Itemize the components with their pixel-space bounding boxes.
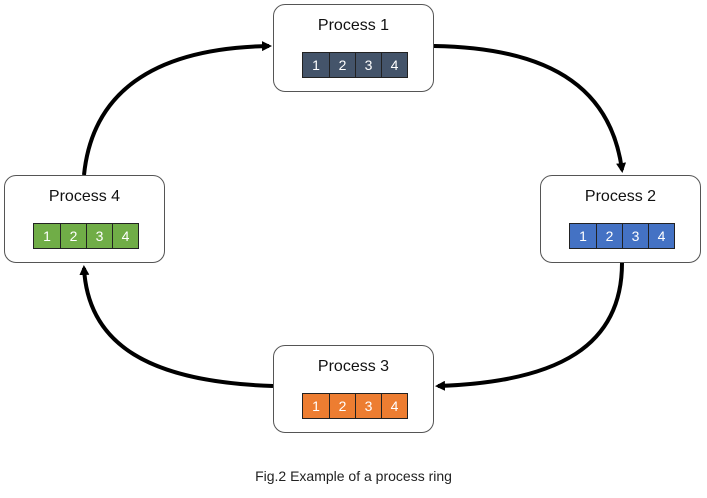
process-3-cells: 1 2 3 4	[302, 393, 408, 419]
process-1-cell: 4	[381, 53, 407, 77]
process-1-cell: 3	[355, 53, 381, 77]
process-4-cell: 3	[86, 224, 112, 248]
process-2-cell: 2	[596, 224, 622, 248]
process-2-title: Process 2	[584, 188, 657, 205]
process-3-cell: 2	[329, 394, 355, 418]
process-3-cell: 1	[303, 394, 329, 418]
process-2-cell: 4	[648, 224, 674, 248]
process-4-title: Process 4	[48, 188, 121, 205]
process-1-cells: 1 2 3 4	[302, 52, 408, 78]
arrow-p4-to-p1	[82, 41, 272, 176]
process-2-cells: 1 2 3 4	[569, 223, 675, 249]
process-4-cells: 1 2 3 4	[33, 223, 139, 249]
process-4-cell: 2	[60, 224, 86, 248]
process-4-cell: 4	[112, 224, 138, 248]
arrow-p1-to-p2	[433, 44, 627, 173]
process-2-cell: 1	[570, 224, 596, 248]
process-1-title: Process 1	[317, 17, 390, 34]
figure-caption: Fig.2 Example of a process ring	[255, 468, 452, 484]
process-3-cell: 4	[381, 394, 407, 418]
arrow-p3-to-p4	[79, 265, 274, 388]
arrow-p2-to-p3	[435, 262, 624, 391]
process-1-cell: 1	[303, 53, 329, 77]
process-2-node: Process 2 1 2 3 4	[540, 175, 701, 263]
process-1-cell: 2	[329, 53, 355, 77]
process-4-cell: 1	[34, 224, 60, 248]
process-2-cell: 3	[622, 224, 648, 248]
process-4-node: Process 4 1 2 3 4	[4, 175, 165, 263]
process-1-node: Process 1 1 2 3 4	[273, 4, 434, 92]
process-3-cell: 3	[355, 394, 381, 418]
process-3-node: Process 3 1 2 3 4	[273, 345, 434, 433]
process-3-title: Process 3	[317, 358, 390, 375]
